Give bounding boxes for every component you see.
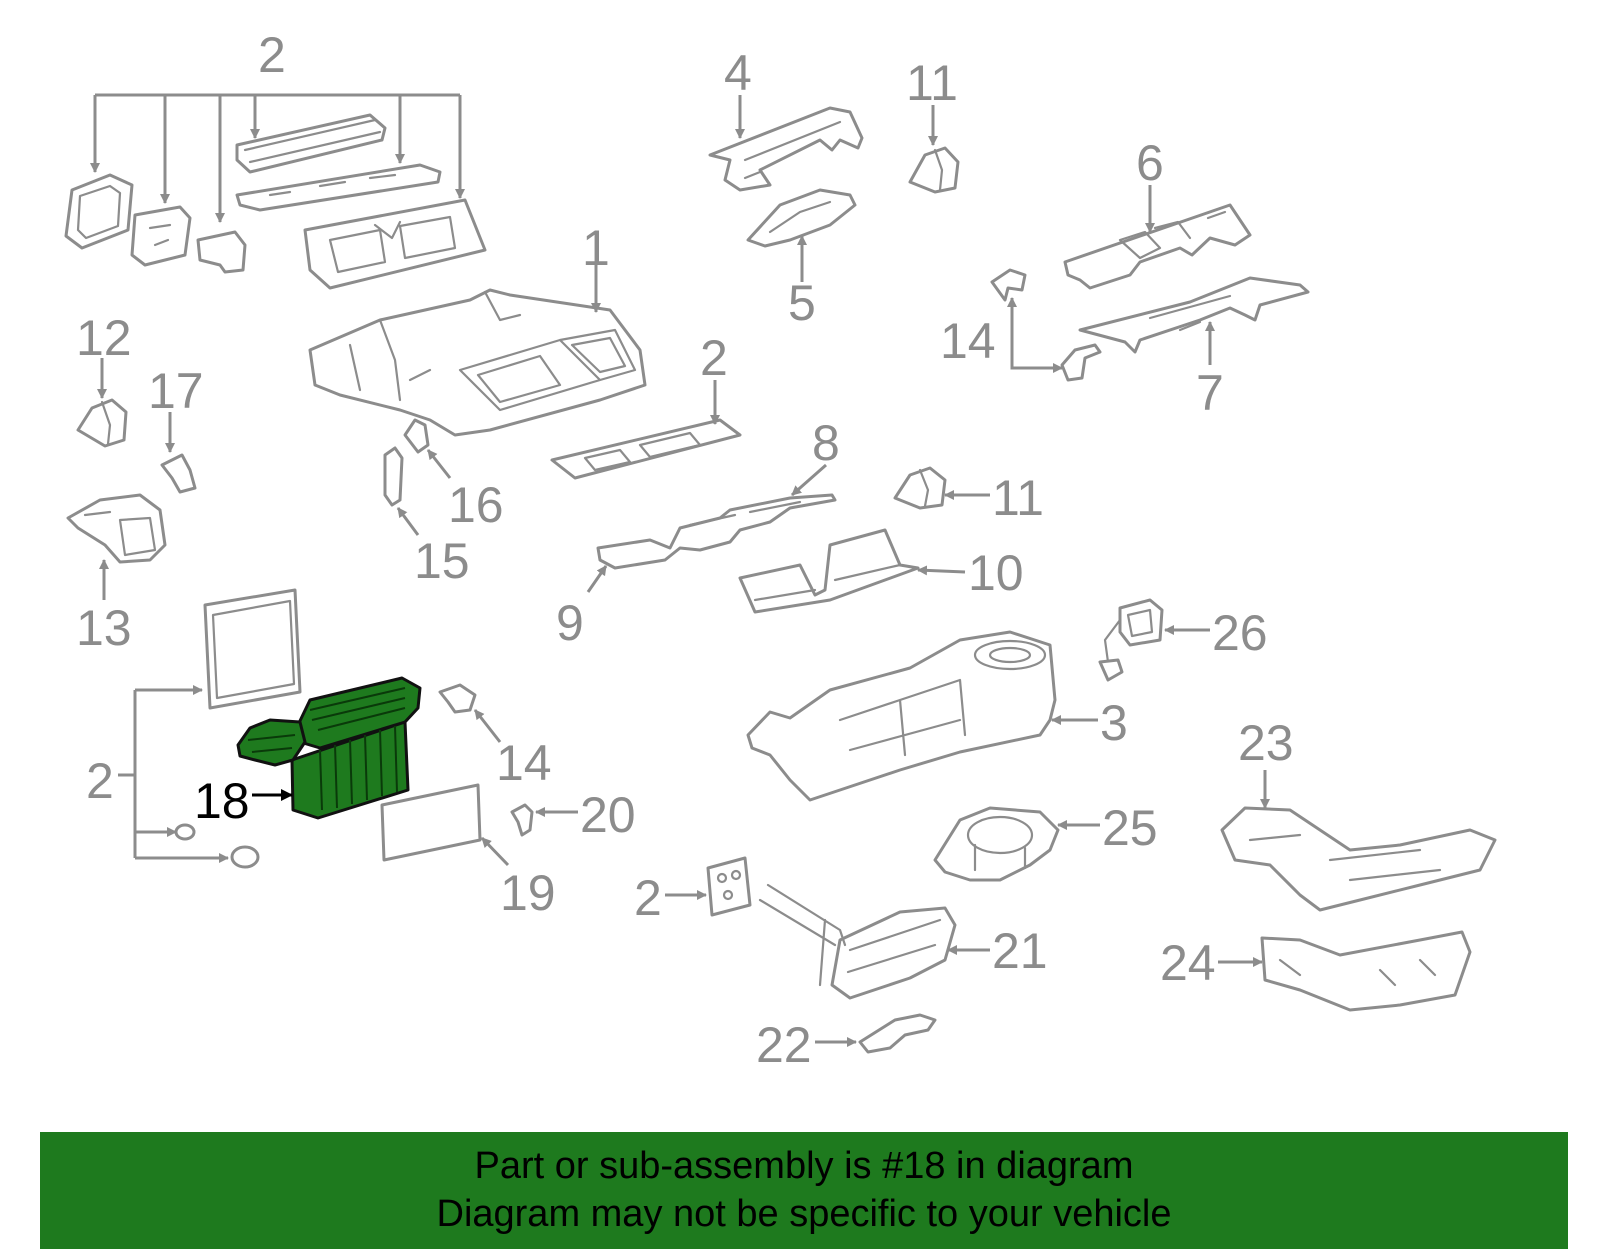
part-22-bracket [815,1013,937,1054]
callout-12: 12 [76,310,132,366]
part-12-cap [76,358,128,448]
callout-14-top: 14 [940,313,996,369]
callout-24: 24 [1160,935,1216,991]
banner-line-2: Diagram may not be specific to your vehi… [436,1193,1172,1235]
callout-17: 17 [148,363,204,419]
callout-2-left: 2 [86,753,114,809]
callout-2-bottom: 2 [634,870,662,926]
parts-diagram: 1 2 2 2 2 3 4 5 6 7 8 9 10 11 11 12 13 1… [64,27,1497,1073]
part-13-vent-housing [66,493,167,600]
callout-9: 9 [556,595,584,651]
part-14-bottom-clip [438,683,502,743]
part-7-bracket [1078,276,1310,365]
part-23-duct [1220,770,1497,912]
callout-7: 7 [1196,365,1224,421]
part-14-top-clips [990,268,1102,382]
part-24-duct [1218,930,1472,1012]
callout-14-bottom: 14 [496,735,552,791]
callout-6: 6 [1136,135,1164,191]
part-2-filter [118,588,302,869]
part-8-9-duct [586,463,837,593]
part-21-heater-core [758,883,990,1000]
callout-18: 18 [194,773,250,829]
part-2-mid-duct [550,380,742,480]
part-26-actuator [1098,598,1210,682]
callout-26: 26 [1212,605,1268,661]
part-4-bracket [708,95,864,192]
part-5-cover [746,188,857,282]
callout-1: 1 [582,220,610,276]
callout-22: 22 [756,1017,812,1073]
part-17-clip [160,412,197,494]
part-2-top-group [64,93,487,290]
part-16-clip [403,418,452,479]
callout-19: 19 [500,865,556,921]
callout-11-mid: 11 [992,470,1044,526]
callout-20: 20 [580,787,636,843]
info-banner: Part or sub-assembly is #18 in diagram D… [40,1132,1568,1249]
part-6-bracket [1063,185,1252,290]
callout-5: 5 [788,275,816,331]
callout-11-top: 11 [906,55,958,111]
banner-line-1: Part or sub-assembly is #18 in diagram [474,1145,1134,1187]
callout-13: 13 [76,600,132,656]
callout-23: 23 [1238,715,1294,771]
part-11-mid-cap [893,466,990,510]
part-20-clip [510,803,578,837]
part-3-blower-case [746,630,1098,802]
callout-16: 16 [448,477,504,533]
callout-2-mid: 2 [700,330,728,386]
callout-4: 4 [724,45,752,101]
part-1-heater-case [308,265,647,437]
part-19-seal [380,783,510,867]
part-25-blower-motor [933,806,1100,882]
part-11-top-cap [908,105,960,194]
callout-10: 10 [968,545,1024,601]
callout-2-top: 2 [258,27,286,83]
callout-25: 25 [1102,800,1158,856]
part-15-seal [383,446,420,536]
callout-15: 15 [414,533,470,589]
part-2-bottom-seal [665,856,752,917]
part-10-filter [738,528,966,614]
callout-8: 8 [812,415,840,471]
callout-3: 3 [1100,695,1128,751]
callout-21: 21 [992,923,1048,979]
part-18-evaporator-core [236,676,422,820]
